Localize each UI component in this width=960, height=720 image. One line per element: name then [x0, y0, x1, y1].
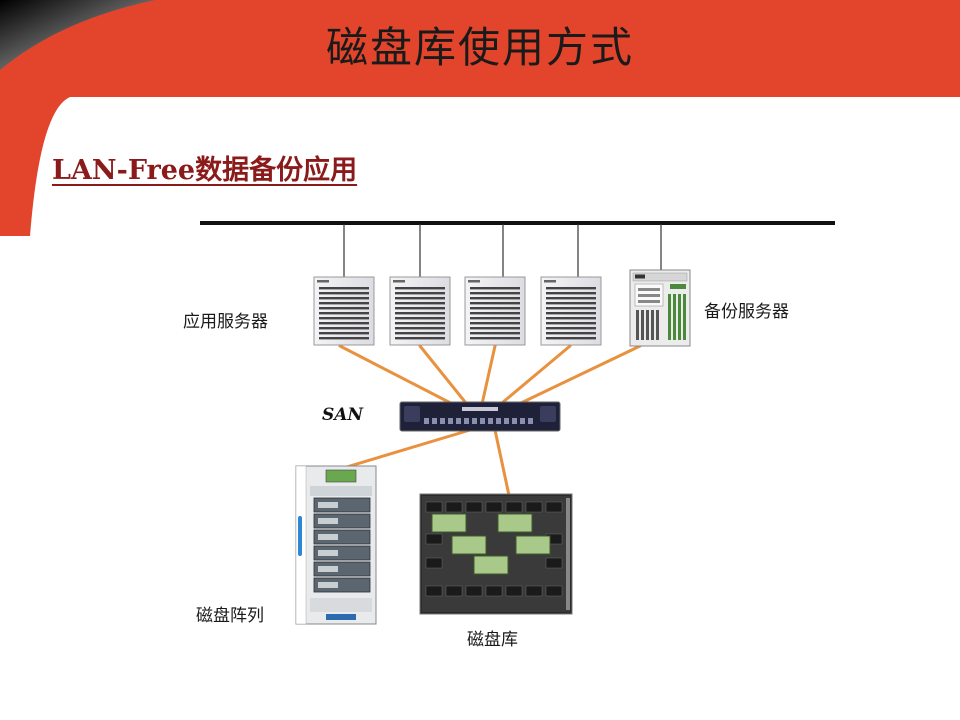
label-disk-library: 磁盘库	[467, 630, 518, 650]
app-server-1	[313, 276, 375, 346]
san-switch	[399, 401, 561, 432]
lan-drops	[343, 224, 662, 277]
backup-server	[629, 269, 691, 347]
disk-array	[295, 465, 377, 625]
slide-title: 磁盘库使用方式	[325, 23, 634, 72]
label-backup-server: 备份服务器	[704, 302, 789, 322]
header-banner	[0, 0, 960, 236]
section-subtitle: LAN-Free数据备份应用	[52, 155, 358, 186]
disk-library	[419, 493, 573, 615]
app-server-2	[389, 276, 451, 346]
label-san: SAN	[322, 405, 364, 425]
label-disk-array: 磁盘阵列	[196, 606, 264, 626]
label-app-servers: 应用服务器	[183, 312, 268, 332]
app-server-3	[464, 276, 526, 346]
app-server-4	[540, 276, 602, 346]
